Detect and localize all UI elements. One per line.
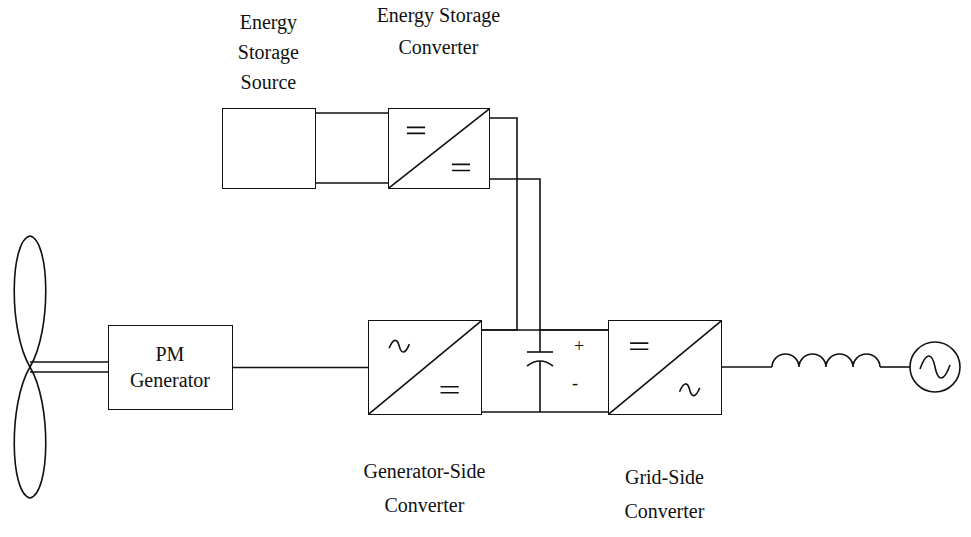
dc-bus: [482, 411, 608, 413]
converter-symbol: [389, 109, 489, 188]
component-name: Generator-Side Converter: [339, 454, 509, 522]
converter-symbol: [609, 321, 721, 414]
converter-diagonal: [609, 321, 721, 414]
polarity-sign: -: [572, 374, 578, 392]
wire: [722, 366, 772, 368]
dc-symbol: [407, 127, 425, 133]
turbine-blade: [14, 367, 46, 498]
capacitor-lead: [539, 330, 541, 352]
wire: [482, 118, 517, 330]
capacitor-lead: [539, 361, 541, 412]
dc-symbol: [441, 387, 459, 393]
converter-diagonal: [369, 321, 481, 414]
wire: [490, 179, 608, 330]
shaft: [30, 371, 108, 373]
wire: [482, 329, 608, 331]
shaft: [30, 361, 108, 363]
dc-symbol: [452, 164, 470, 170]
dc-symbol: [630, 343, 648, 349]
ac-symbol: [680, 384, 700, 396]
component-name: PM Generator: [117, 341, 222, 393]
converter-box: Grid-Side Converter: [608, 320, 722, 415]
wire: [316, 112, 388, 114]
component-box: Energy Storage Source: [222, 108, 316, 189]
inductor-symbol: [772, 354, 880, 367]
converter-diagonal: [389, 109, 489, 188]
converter-box: Generator-Side Converter: [368, 320, 482, 415]
wire: [233, 367, 368, 369]
turbine-blade: [14, 236, 46, 367]
component-name: Energy Storage Converter: [358, 0, 518, 63]
component-box: PM Generator: [108, 325, 233, 410]
component-name: Energy Storage Source: [223, 7, 313, 97]
converter-symbol: [369, 321, 481, 414]
wire: [880, 366, 910, 368]
wire: [316, 182, 388, 184]
grid-source: [910, 342, 960, 392]
component-name: Grid-Side Converter: [599, 460, 729, 528]
capacitor-plate: [527, 351, 553, 353]
polarity-sign: +: [574, 337, 584, 355]
converter-box: Energy Storage Converter: [388, 108, 490, 189]
sine-symbol: [920, 356, 950, 378]
ac-symbol: [389, 340, 409, 352]
